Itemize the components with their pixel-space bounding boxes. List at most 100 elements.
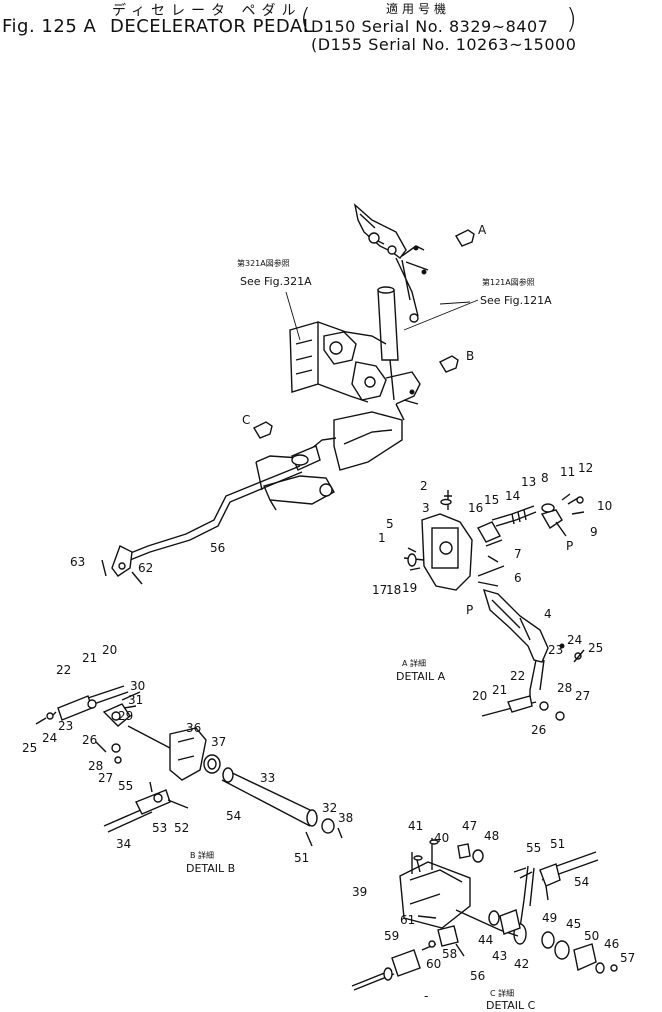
reference-121a-japanese: 第121A図参照 [482,277,535,287]
part-number-callout: 27 [575,689,590,703]
part-number-callout: 25 [22,741,37,755]
part-number-callout: 10 [597,499,612,513]
view-label-a: A [478,223,487,237]
view-arrow-c [253,421,273,439]
detail-captions: A 詳細 DETAIL A B 詳細 DETAIL B C 詳細 DETAIL … [186,658,536,1012]
part-number-callout: 4 [544,607,552,621]
part-number-callout: 48 [484,829,499,843]
part-number-callout: 9 [590,525,598,539]
part-number-callout: 49 [542,911,557,925]
serial-header-japanese: 適用号機 [386,2,451,16]
part-number-callout: 30 [130,679,145,693]
view-label-c: C [242,413,250,427]
part-number-callout: 12 [578,461,593,475]
serial-bracket-left: ( [300,2,311,35]
part-number-callout: 36 [186,721,201,735]
detail-c-drawing [351,838,618,991]
reference-321a-japanese: 第321A図参照 [237,258,290,268]
marker-p-2: P [466,603,473,617]
figure-title-japanese: ディセレータ ペダル [112,3,302,19]
part-number-callout: 55 [526,841,541,855]
part-number-callout: 24 [567,633,582,647]
detail-a-caption: DETAIL A [396,670,446,683]
part-number-callout: 60 [426,957,441,971]
part-number-callout: 52 [174,821,189,835]
detail-b-caption-japanese: B 詳細 [190,850,214,860]
part-number-callout: 26 [82,733,97,747]
part-number-callout: 56 [210,541,225,555]
part-number-callout: 22 [56,663,71,677]
part-number-callout: 21 [492,683,507,697]
part-number-callout: 62 [138,561,153,575]
part-number-callout: 54 [574,875,589,889]
part-number-callout: 8 [541,471,549,485]
part-number-callout: 53 [152,821,167,835]
part-number-callout: 43 [492,949,507,963]
part-number-callout: 21 [82,651,97,665]
part-number-callout: 20 [472,689,487,703]
reference-labels: 第321A図参照 See Fig.321A 第121A図参照 See Fig.1… [237,223,573,617]
part-number-callout: 54 [226,809,241,823]
view-arrow-a [455,229,475,247]
figure-title: DECELERATOR PEDAL [110,16,314,37]
view-arrow-b [439,355,459,373]
serial-range-d150: D150 Serial No. 8329~8407 [311,17,549,36]
part-number-callout: 38 [338,811,353,825]
part-number-callout: 58 [442,947,457,961]
part-number-callout: 27 [98,771,113,785]
part-number-callout: 23 [58,719,73,733]
part-number-callout: 45 [566,917,581,931]
detail-c-caption: DETAIL C [486,999,536,1012]
callouts-main: 56 62 63 [70,541,225,575]
detail-c-caption-japanese: C 詳細 [490,988,514,998]
part-number-callout: 5 [386,517,394,531]
part-number-callout: 57 [620,951,635,965]
part-number-callout: 28 [557,681,572,695]
part-number-callout: 34 [116,837,131,851]
part-number-callout: 22 [510,669,525,683]
part-number-callout: 50 [584,929,599,943]
part-number-callout: 15 [484,493,499,507]
part-number-callout: 7 [514,547,522,561]
part-number-callout: 18 [386,583,401,597]
serial-bracket-right: ) [566,2,577,35]
part-number-callout: 17 [372,583,387,597]
part-number-callout: 44 [478,933,493,947]
figure-number: Fig. 125 A [2,16,97,37]
part-number-callout: 63 [70,555,85,569]
detail-a-caption-japanese: A 詳細 [402,658,426,668]
main-assembly [101,203,479,585]
part-number-callout: 51 [550,837,565,851]
part-number-callout: 55 [118,779,133,793]
reference-121a: See Fig.121A [480,294,552,307]
serial-range-d155: (D155 Serial No. 10263~15000 [311,35,577,54]
part-number-callout: 23 [548,643,563,657]
part-number-callout: 2 [420,479,428,493]
part-number-callout: 46 [604,937,619,951]
part-number-callout: 37 [211,735,226,749]
detail-b-drawing [35,685,343,847]
part-number-callout: 51 [294,851,309,865]
part-number-callout: 32 [322,801,337,815]
part-number-callout: 3 [422,501,430,515]
part-number-callout: 13 [521,475,536,489]
part-number-callout: 42 [514,957,529,971]
detail-b-caption: DETAIL B [186,862,235,875]
part-number-callout: 40 [434,831,449,845]
part-number-callout: 33 [260,771,275,785]
part-number-callout: 26 [531,723,546,737]
footer-mark: - [424,989,428,1003]
part-number-callout: 59 [384,929,399,943]
part-number-callout: 11 [560,465,575,479]
part-number-callout: 24 [42,731,57,745]
part-number-callout: 25 [588,641,603,655]
part-number-callout: 6 [514,571,522,585]
part-number-callout: 39 [352,885,367,899]
part-number-callout: 61 [400,913,415,927]
part-number-callout: 28 [88,759,103,773]
part-number-callout: 29 [118,709,133,723]
